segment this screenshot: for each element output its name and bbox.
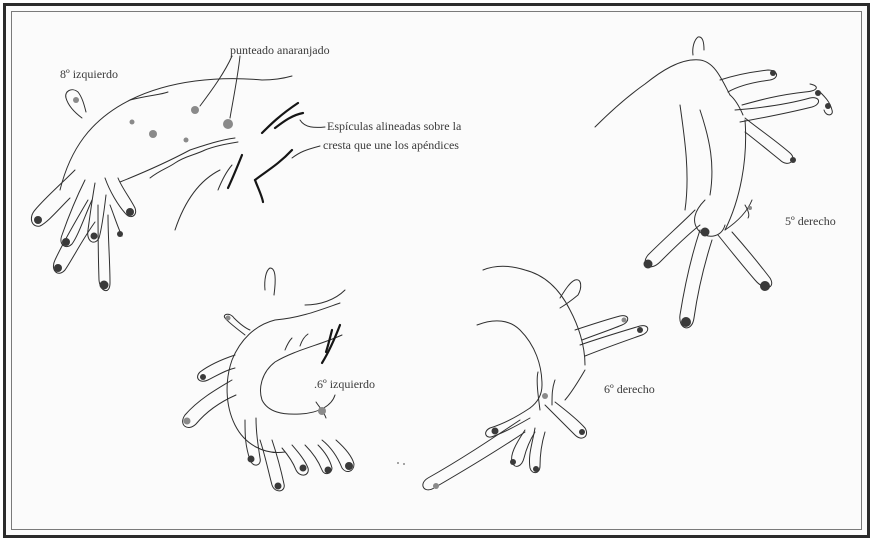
label-6-derecho: 6º derecho — [604, 382, 655, 396]
label-punteado-anaranjado: punteado anaranjado — [230, 43, 330, 57]
label-6-izquierdo: .6º izquierdo — [314, 377, 375, 391]
label-5-derecho: 5º derecho — [785, 214, 836, 228]
label-espiculas-line2: cresta que une los apéndices — [323, 138, 459, 152]
label-8-izquierdo: 8º izquierdo — [60, 67, 118, 81]
creature-8-left — [31, 56, 325, 291]
creature-5-right — [595, 37, 832, 328]
creature-6-right — [397, 266, 648, 490]
label-espiculas-line1: Espículas alineadas sobre la — [327, 119, 461, 133]
